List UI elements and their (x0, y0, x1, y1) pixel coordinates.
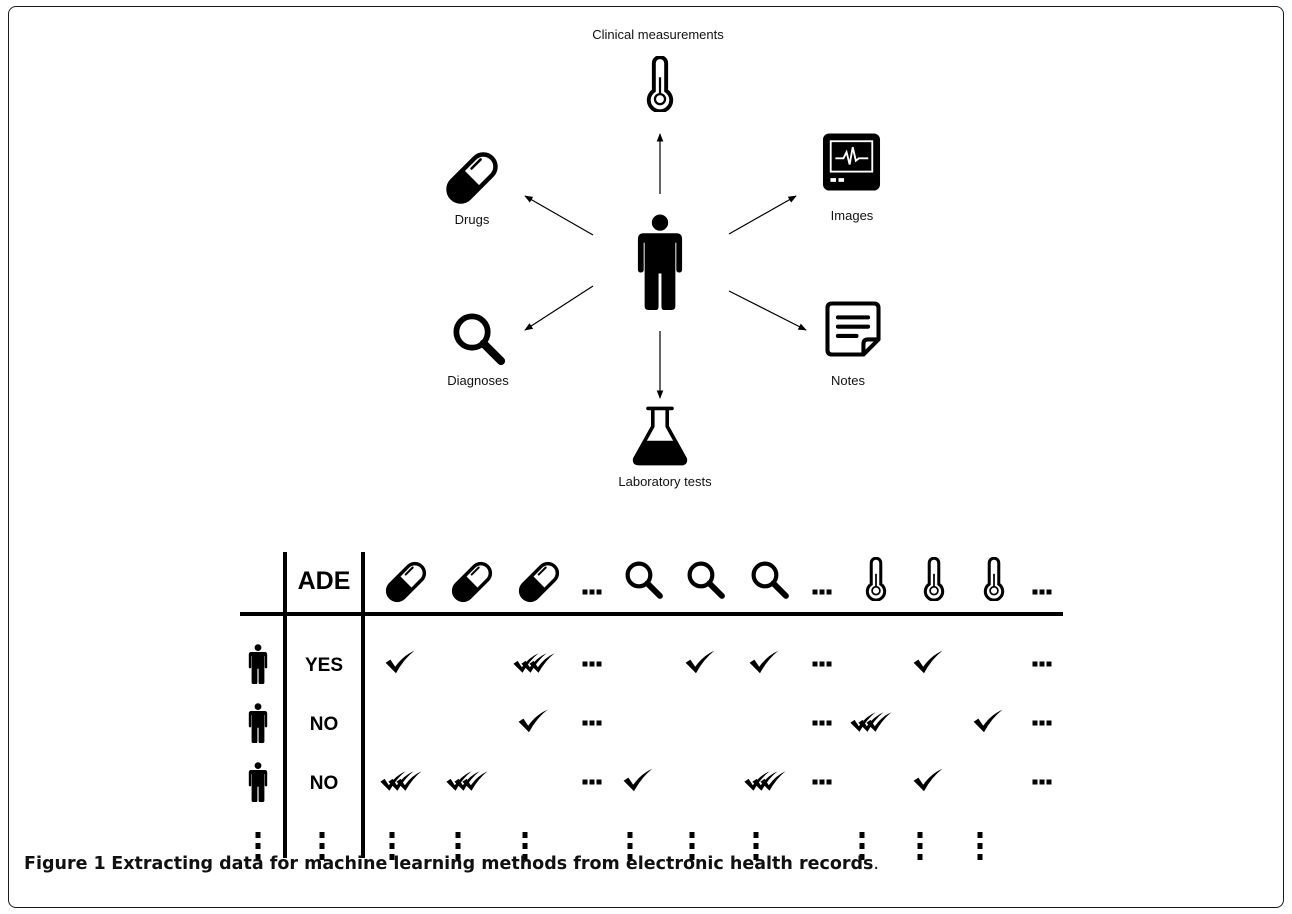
cell-multi-check-icon (446, 771, 488, 791)
cell-multi-check-icon (850, 712, 892, 732)
cell-ellipsis (582, 779, 602, 785)
node-label-clinical: Clinical measurements (592, 27, 724, 42)
magnifier-icon (456, 316, 501, 361)
header-pill-icon (514, 557, 564, 607)
cell-ellipsis (582, 661, 602, 667)
row-more-ellipsis (917, 832, 923, 860)
node-label-images: Images (831, 208, 874, 223)
node-label-notes: Notes (831, 373, 865, 388)
cell-multi-check-icon (380, 771, 422, 791)
arrow-notes (728, 290, 807, 331)
data-matrix: ADE YES NO NO (240, 552, 1063, 860)
header-ellipsis (812, 589, 832, 595)
arrows (524, 133, 807, 399)
header-pill-icon (381, 557, 431, 607)
flask-icon (632, 406, 688, 466)
cell-ellipsis (1032, 779, 1052, 785)
row-more-ellipsis (753, 832, 759, 860)
cell-check-icon (685, 650, 715, 674)
cell-ellipsis (1032, 661, 1052, 667)
row-ade-value: NO (310, 773, 339, 794)
cell-ellipsis (582, 720, 602, 726)
row-more-ellipsis (977, 832, 983, 860)
row-more-ellipsis (319, 832, 325, 860)
node-label-diagnoses: Diagnoses (447, 373, 509, 388)
figure-caption: Figure 1 Extracting data for machine lea… (24, 854, 879, 874)
arrow-drugs (524, 195, 594, 236)
header-thermometer-icon (865, 557, 887, 601)
row-ade-value: NO (310, 714, 339, 735)
cell-multi-check-icon (744, 771, 786, 791)
cell-check-icon (623, 768, 653, 792)
cell-ellipsis (812, 720, 832, 726)
figure-frame (8, 6, 1284, 908)
row-more-ellipsis (689, 832, 695, 860)
header-magnifier-icon (628, 564, 660, 596)
row-more-ellipsis (859, 832, 865, 860)
cell-check-icon (913, 650, 943, 674)
matrix-cells: YES NO NO (248, 557, 1052, 860)
monitor-icon (822, 132, 881, 192)
row-more-ellipsis (522, 832, 528, 860)
cell-check-icon (749, 650, 779, 674)
row-patient-icon (248, 644, 268, 684)
arrow-images (728, 195, 797, 235)
row-patient-icon (248, 762, 268, 802)
header-ellipsis (582, 589, 602, 595)
cell-check-icon (518, 709, 548, 733)
caption-title: Extracting data for machine learning met… (111, 854, 874, 874)
row-more-ellipsis (627, 832, 633, 860)
header-magnifier-icon (754, 564, 786, 596)
cell-check-icon (385, 650, 415, 674)
row-more-ellipsis (455, 832, 461, 860)
caption-number: Figure 1 (24, 854, 106, 874)
patient-icon (637, 214, 683, 310)
row-more-ellipsis (389, 832, 395, 860)
cell-check-icon (973, 709, 1003, 733)
header-pill-icon (447, 557, 497, 607)
arrow-diagnoses (524, 285, 594, 331)
row-more-ellipsis (255, 832, 261, 860)
cell-ellipsis (812, 779, 832, 785)
cell-check-icon (913, 768, 943, 792)
header-thermometer-icon (983, 557, 1005, 601)
node-label-drugs: Drugs (455, 212, 490, 227)
row-patient-icon (248, 703, 268, 743)
ade-header: ADE (298, 567, 351, 595)
caption-end: . (873, 854, 879, 874)
cell-ellipsis (812, 661, 832, 667)
cell-ellipsis (1032, 720, 1052, 726)
header-magnifier-icon (690, 564, 722, 596)
cell-multi-check-icon (513, 653, 555, 673)
node-label-lab: Laboratory tests (618, 474, 712, 489)
header-thermometer-icon (923, 557, 945, 601)
pill-icon (443, 149, 500, 206)
row-ade-value: YES (305, 655, 343, 676)
header-ellipsis (1032, 589, 1052, 595)
note-icon (827, 303, 878, 354)
thermometer-icon (646, 56, 674, 112)
